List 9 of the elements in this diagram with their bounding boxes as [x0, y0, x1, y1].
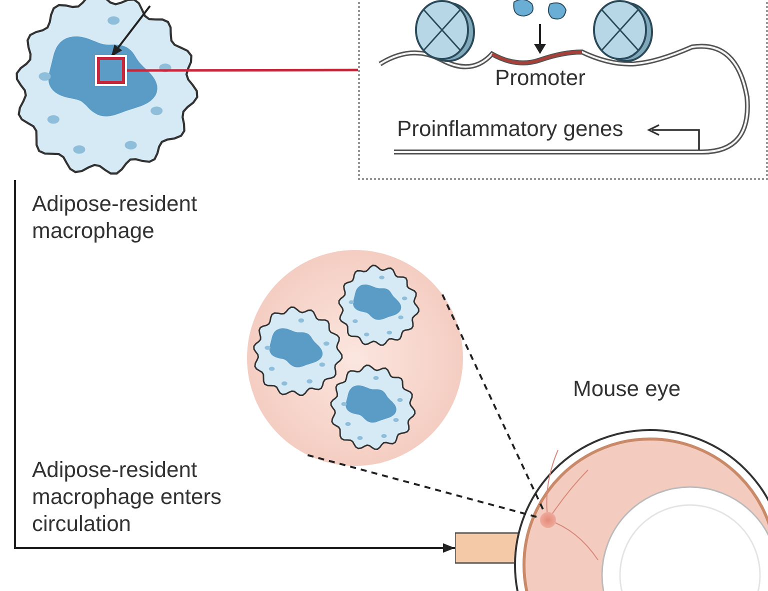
zoom-panel — [358, 0, 768, 180]
zoom-square — [97, 57, 125, 84]
gene-label: Proinflammatory genes — [397, 115, 624, 142]
arrow — [110, 5, 151, 58]
cell-caption: Adipose-resident macrophage — [32, 190, 198, 244]
eye-label: Mouse eye — [573, 375, 681, 402]
connector-line — [125, 68, 358, 72]
arrow — [14, 180, 455, 553]
promoter-label: Promoter — [495, 64, 586, 91]
